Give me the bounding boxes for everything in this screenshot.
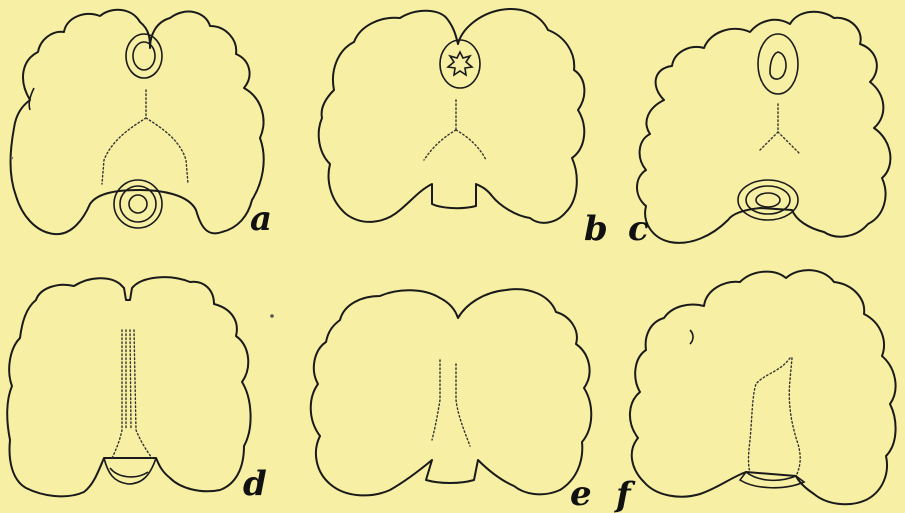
dorsal-vessel-outer: [126, 34, 162, 78]
panel-d: d: [7, 277, 267, 504]
panel-label: e: [570, 474, 592, 513]
ventral-vessel-inner: [756, 193, 780, 207]
section-outline: [311, 289, 592, 495]
dorsal-vessel-star: [448, 52, 472, 75]
panel-e: e: [311, 289, 592, 513]
notch: [690, 330, 693, 344]
section-outline: [319, 9, 585, 223]
ventral-vessel-mid: [746, 186, 790, 214]
branching-line-left: [102, 118, 146, 184]
branching-line-right: [146, 118, 188, 184]
branching-line-left: [424, 130, 456, 160]
panel-label: f: [614, 475, 636, 513]
dorsal-vessel-inner: [770, 52, 786, 79]
section-outline: [637, 12, 890, 243]
panel-label: c: [628, 209, 649, 249]
canal-right-inner: [130, 330, 131, 428]
section-outline: [630, 270, 896, 504]
ventral-vessel-inner: [129, 195, 147, 213]
branching-line-right: [456, 130, 486, 160]
ventral-vessel-mid: [120, 186, 156, 222]
panel-c: c: [628, 12, 890, 249]
panel-label: d: [243, 464, 267, 504]
canal-right: [456, 364, 470, 446]
stray-dot: [11, 157, 13, 159]
panel-label: a: [250, 199, 272, 239]
dorsal-vessel-outer: [440, 40, 480, 88]
canal-right: [789, 358, 800, 476]
canal-left: [749, 358, 791, 472]
section-outline: [7, 277, 250, 496]
canal-right-outer: [134, 330, 152, 458]
ventral-groove-inner: [110, 468, 148, 477]
panel-label: b: [584, 209, 608, 249]
stray-dot: [270, 314, 274, 318]
canal-left-outer: [112, 330, 122, 458]
nerve-cord-upper: [29, 88, 34, 110]
canal-left: [432, 360, 440, 440]
dorsal-vessel-inner: [133, 42, 155, 70]
panel-f: f: [614, 270, 896, 513]
dorsal-vessel-outer: [758, 34, 798, 94]
branching-line-right: [778, 132, 800, 154]
branching-line-left: [760, 132, 778, 150]
section-outline: [11, 10, 264, 234]
ventral-vessel-outer: [114, 180, 162, 228]
panel-a: a: [11, 10, 273, 239]
panel-b: b: [319, 9, 608, 249]
